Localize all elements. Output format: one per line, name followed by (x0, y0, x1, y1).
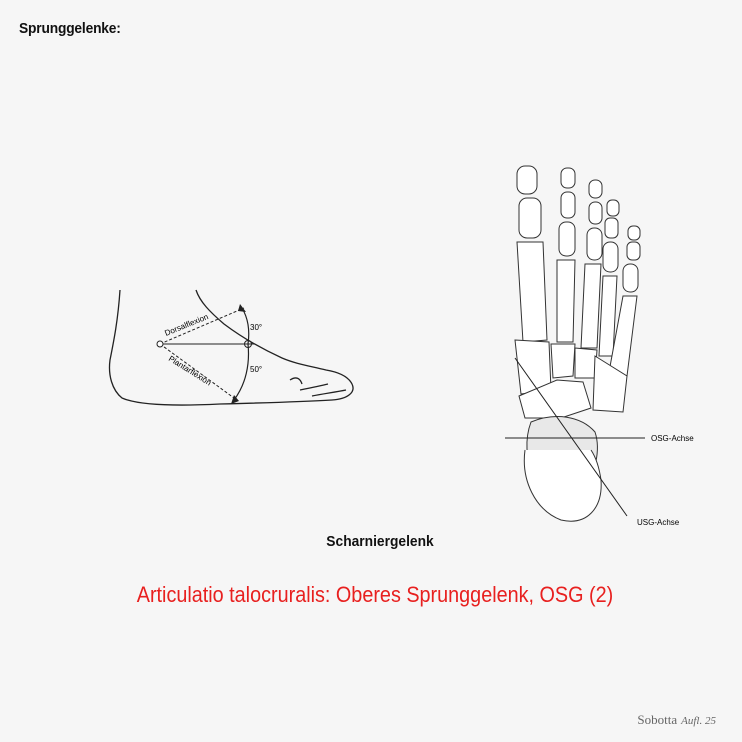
calcaneus (523, 449, 602, 522)
angle-lines (159, 307, 255, 399)
slide-title: Articulatio talocruralis: Oberes Sprungg… (136, 582, 614, 607)
plantar-arc (233, 343, 250, 401)
ankle-flexion-diagram: Dorsalflexion Plantarflexion 30° 50° (108, 289, 354, 406)
footer-edition: Aufl. 25 (681, 715, 716, 727)
foot-outline (108, 289, 354, 406)
foot-bones (514, 165, 641, 419)
label-osg-achse: OSG-Achse (651, 434, 694, 443)
label-dorsalflexion: Dorsalflexion (163, 312, 209, 338)
foot-skeleton-diagram: OSG-Achse USG-Achse (505, 165, 694, 527)
plantar-arrow-icon (231, 395, 239, 404)
label-usg-achse: USG-Achse (637, 518, 680, 527)
figure-caption: Scharniergelenk (326, 533, 434, 550)
footer-source: Sobotta (637, 712, 678, 727)
dorsal-arrow-icon (238, 304, 246, 312)
usg-axis-line (514, 357, 628, 517)
label-angle-50: 50° (250, 365, 262, 374)
label-plantarflexion: Plantarflexion (167, 354, 213, 387)
pivot-point (156, 340, 164, 348)
label-angle-30: 30° (250, 323, 262, 332)
page-heading: Sprunggelenke: (19, 20, 121, 37)
